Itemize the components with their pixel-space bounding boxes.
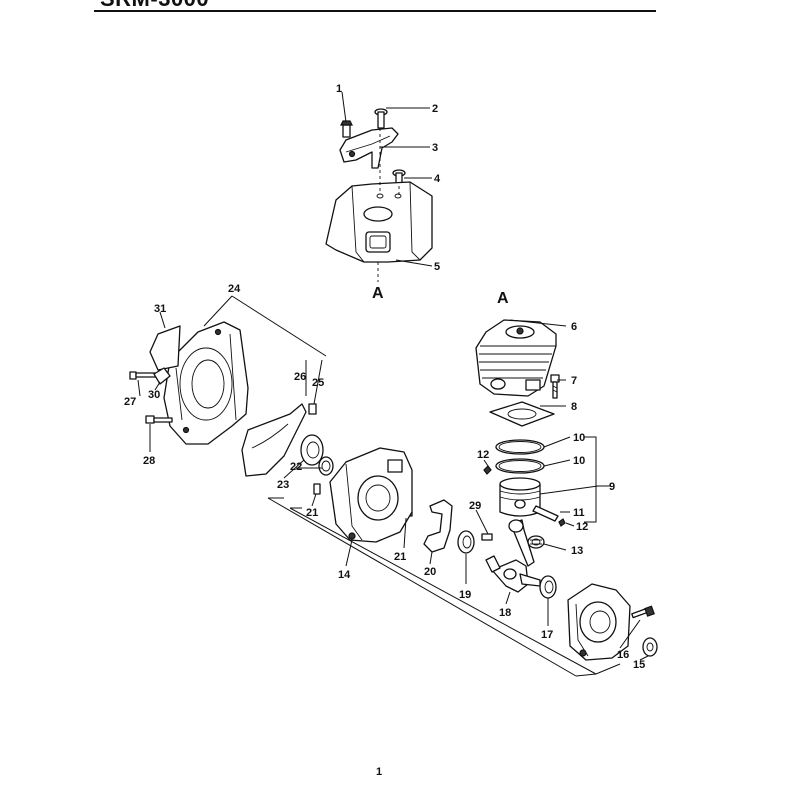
part-22-washer [318,456,334,476]
callout-10-upper: 10 [573,432,585,444]
part-31-decal [149,325,181,371]
callout-numbers: 1 2 3 4 5 A A 6 7 8 10 10 9 11 12 12 13 … [124,83,645,671]
part-3-cover-bracket [339,127,399,169]
part-14-crankcase [329,447,413,543]
part-10-piston-ring-upper [495,439,545,455]
callout-14: 14 [338,569,351,581]
part-26-fan-cover [241,403,307,477]
callout-10-lower: 10 [573,455,585,467]
callout-5: 5 [434,261,440,273]
callout-1: 1 [336,83,342,95]
callout-24: 24 [228,283,241,295]
callout-12-right: 12 [576,521,588,533]
callout-31: 31 [154,303,166,315]
part-10-piston-ring-lower [495,458,545,474]
part-21-dowel-pin-left [313,483,321,495]
reference-letter-top: A [372,285,384,302]
cylinder-cover-assembly [325,108,433,282]
part-12-circlip-left [483,465,492,475]
leader-lines [137,295,649,677]
callout-19: 19 [459,589,471,601]
crankshaft-group [403,499,557,599]
callout-21-right: 21 [394,551,406,563]
callout-25: 25 [312,377,324,389]
page-number: 1 [376,766,383,778]
part-17-bearing [539,575,557,599]
part-5-cylinder-cover [325,181,433,263]
callout-22: 22 [290,461,302,473]
callout-27: 27 [124,396,136,408]
callout-26: 26 [294,371,306,383]
part-8-cylinder-gasket [489,401,555,427]
part-11-piston-pin [532,505,559,522]
part-16-bolt [631,605,655,619]
part-19-bearing [457,530,475,554]
part-23-flywheel [300,434,324,466]
recoil-starter-group [129,321,334,477]
callout-13: 13 [571,545,583,557]
part-25-screw [308,403,317,415]
callout-21-left: 21 [306,507,318,519]
part-13-needle-bearing [527,535,545,549]
part-30-ratchet [153,367,171,385]
page-header: SRM-3000 [0,0,800,14]
part-1-screw [340,120,353,138]
part-6-cylinder [475,319,557,397]
callout-28: 28 [143,455,155,467]
part-2-screw [374,108,388,129]
top-leader-lines [341,91,433,267]
callout-6: 6 [571,321,577,333]
part-20-crankcase-gasket [423,499,453,553]
header-rule [94,10,656,12]
callout-2: 2 [432,103,438,115]
cylinder-piston-group [475,319,610,549]
callout-16: 16 [617,649,629,661]
callout-20: 20 [424,566,436,578]
callout-11: 11 [573,507,585,519]
part-12-circlip-right [558,518,566,527]
callout-7: 7 [571,375,577,387]
callout-3: 3 [432,142,438,154]
callout-12-left: 12 [477,449,489,461]
part-7-bolt [550,374,560,399]
part-27-bolt [129,371,159,380]
callout-23: 23 [277,479,289,491]
callout-15: 15 [633,659,645,671]
part-15-oil-seal [642,637,658,657]
part-9-piston [499,477,541,517]
part-16-crankcase-half [567,583,631,661]
callout-29: 29 [469,500,481,512]
part-29-key [481,533,493,541]
callout-30: 30 [148,389,160,401]
callout-4: 4 [434,173,441,185]
callout-17: 17 [541,629,553,641]
callout-18: 18 [499,607,511,619]
part-28-bolt [145,415,173,424]
part-4-screw [392,169,406,186]
part-18-crankshaft [485,519,541,593]
page-title: SRM-3000 [100,0,209,12]
reference-letter-bottom: A [497,290,509,307]
callout-8: 8 [571,401,577,413]
callout-9: 9 [609,481,615,493]
